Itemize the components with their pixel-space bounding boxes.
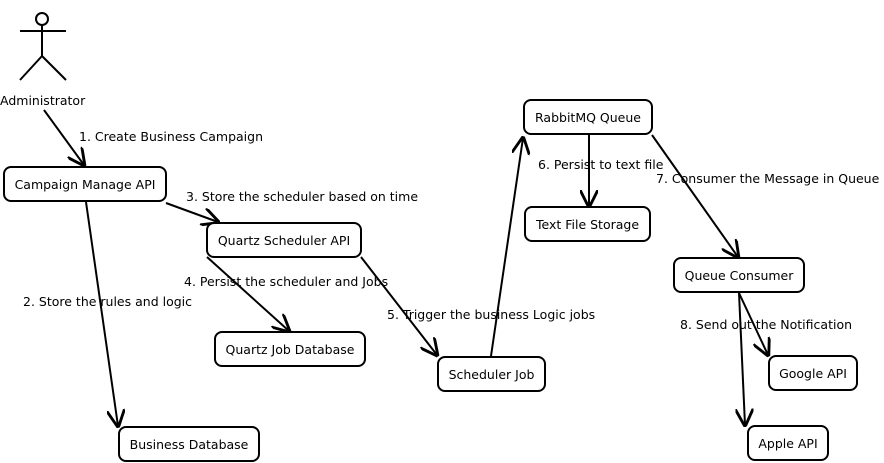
- node-apple-api: Apple API: [747, 425, 829, 461]
- node-text-file-storage: Text File Storage: [524, 206, 651, 242]
- actor-label: Administrator: [0, 93, 86, 108]
- edge-job-to-queue-arrow: [490, 138, 523, 357]
- edge-7-arrow: [651, 134, 738, 257]
- edge-6-label: 6. Persist to text file: [538, 157, 664, 172]
- edge-8b-arrow: [739, 292, 745, 425]
- node-queue-consumer: Queue Consumer: [673, 257, 805, 293]
- node-quartz-job-database: Quartz Job Database: [214, 331, 366, 367]
- node-google-api: Google API: [768, 355, 858, 391]
- edge-8-label: 8. Send out the Notification: [680, 317, 853, 332]
- node-business-database: Business Database: [118, 426, 260, 462]
- edge-2-arrow: [85, 201, 118, 426]
- edge-3-label: 3. Store the scheduler based on time: [186, 189, 419, 204]
- node-campaign-manage-api: Campaign Manage API: [3, 166, 167, 202]
- edge-1-arrow: [43, 109, 84, 165]
- edge-3-arrow: [165, 202, 218, 222]
- edge-7-label: 7. Consumer the Message in Queue: [656, 171, 880, 186]
- edge-4-arrow: [206, 256, 289, 331]
- node-quartz-scheduler-api: Quartz Scheduler API: [206, 222, 362, 258]
- actor-icon: [19, 12, 67, 81]
- node-scheduler-job: Scheduler Job: [437, 356, 546, 392]
- edge-1-label: 1. Create Business Campaign: [79, 129, 263, 144]
- edge-4-label: 4. Persist the scheduler and Jobs: [184, 274, 389, 289]
- edge-2-label: 2. Store the rules and logic: [23, 294, 193, 309]
- edge-8a-arrow: [738, 292, 768, 355]
- edge-5-label: 5. Trigger the business Logic jobs: [387, 307, 596, 322]
- edge-5-arrow: [360, 256, 437, 355]
- node-rabbitmq-queue: RabbitMQ Queue: [523, 99, 653, 135]
